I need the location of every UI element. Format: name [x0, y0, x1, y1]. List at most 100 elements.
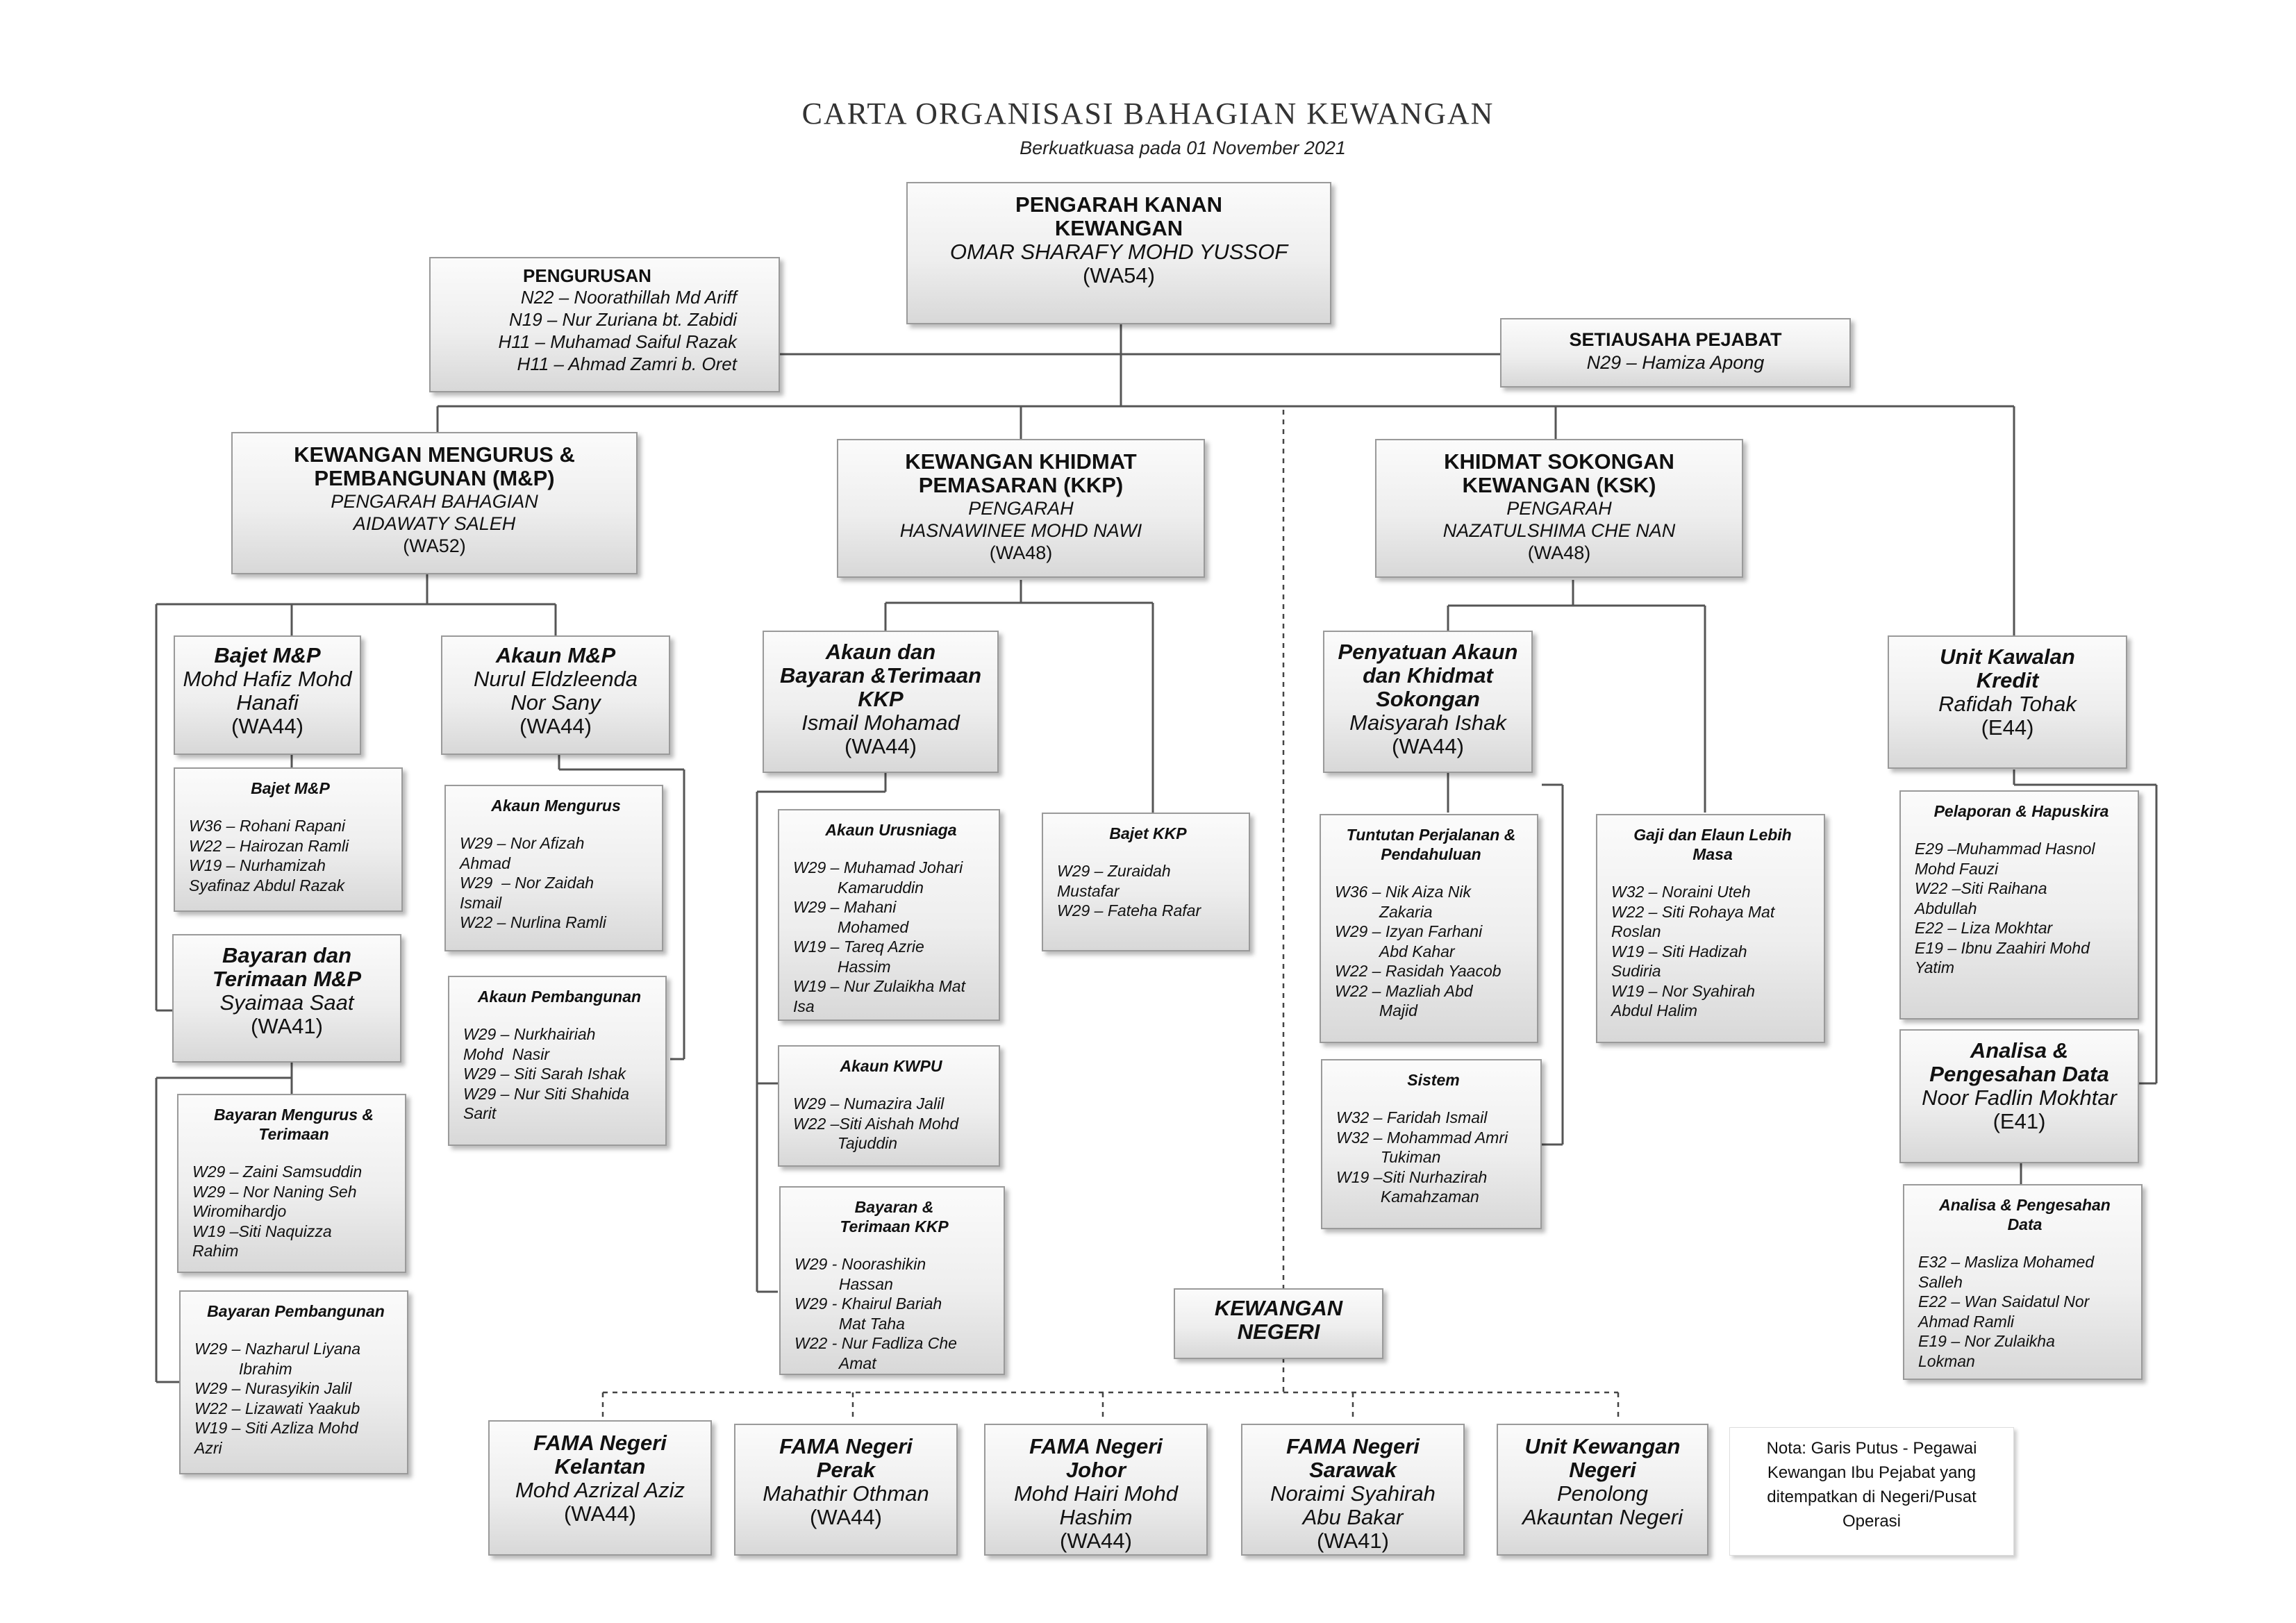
box-gaji: Gaji dan Elaun Lebih Masa W32 – Noraini …	[1596, 814, 1825, 1043]
staff-line: Azri	[194, 1438, 222, 1457]
box-grade: (WA44)	[564, 1501, 636, 1526]
staff-line: Amat	[795, 1354, 876, 1372]
staff-line: Kamaruddin	[793, 878, 924, 897]
box-pelaporan: Pelaporan & Hapuskira E29 –Muhammad Hasn…	[1899, 790, 2139, 1019]
box-title: FAMA Negeri	[1286, 1434, 1420, 1458]
box-akaun-mp: Akaun M&P Nurul Eldzleenda Nor Sany (WA4…	[441, 635, 670, 755]
box-name: Mohd Hafiz Mohd	[183, 667, 352, 691]
box-name: Noraimi Syahirah	[1270, 1481, 1436, 1506]
staff-line: W22 – Mazliah Abd	[1335, 981, 1473, 1000]
staff-line: Tukiman	[1336, 1148, 1441, 1166]
staff-line: W22 – Nurlina Ramli	[460, 913, 606, 931]
staff-line: W29 – Mahani	[793, 898, 897, 916]
box-unit-kawalan-kredit: Unit Kawalan Kredit Rafidah Tohak (E44)	[1888, 635, 2127, 769]
staff-line: W29 - Noorashikin	[795, 1255, 926, 1273]
staff-line: Hassan	[795, 1274, 893, 1293]
box-name: Nor Sany	[510, 690, 601, 715]
box-kewangan-negeri: KEWANGAN NEGERI	[1174, 1288, 1383, 1359]
box-title: Unit Kawalan	[1940, 644, 2075, 669]
box-title: SETIAUSAHA PEJABAT	[1569, 329, 1782, 350]
box-title: Akaun KWPU	[840, 1057, 942, 1075]
box-title: Bajet M&P	[214, 643, 321, 667]
box-title: Penyatuan Akaun	[1338, 640, 1518, 664]
box-title: PENGURUSAN	[523, 265, 651, 286]
box-title: KKP	[858, 687, 904, 711]
box-title: Terimaan KKP	[840, 1217, 949, 1235]
chart-subtitle: Berkuatkuasa pada 01 November 2021	[1020, 138, 1346, 158]
staff-line: E32 – Masliza Mohamed	[1918, 1253, 2095, 1271]
box-title: dan Khidmat	[1363, 663, 1493, 688]
staff-line: E19 – Nor Zulaikha	[1918, 1332, 2055, 1350]
box-grade: (WA44)	[1392, 734, 1464, 758]
box-name: Rafidah Tohak	[1938, 692, 2077, 716]
box-negeri-sarawak: FAMA Negeri Sarawak Noraimi Syahirah Abu…	[1241, 1424, 1465, 1556]
box-grade: (WA44)	[519, 714, 592, 738]
staff-line: W29 – Siti Sarah Ishak	[463, 1065, 626, 1083]
box-grade: (WA44)	[845, 734, 917, 758]
box-name: N29 – Hamiza Apong	[1586, 352, 1765, 373]
box-name: AIDAWATY SALEH	[353, 513, 516, 534]
box-title: Akaun dan	[825, 640, 936, 664]
staff-line: E29 –Muhammad Hasnol	[1915, 840, 2095, 858]
staff-line: Ismail	[460, 893, 502, 912]
box-akaun-pembangunan: Akaun Pembangunan W29 – Nurkhairiah Mohd…	[448, 976, 667, 1146]
box-role: PENGARAH	[968, 498, 1074, 519]
box-grade: (WA44)	[1060, 1529, 1132, 1553]
staff-line: Wiromihardjo	[192, 1202, 287, 1220]
box-bayaran-kkp: Bayaran & Terimaan KKP W29 - Noorashikin…	[779, 1186, 1005, 1375]
box-name: Syaimaa Saat	[219, 990, 354, 1015]
box-akaun-mengurus: Akaun Mengurus W29 – Nor Afizah Ahmad W2…	[444, 785, 663, 951]
box-title: Masa	[1692, 845, 1733, 863]
box-negeri-kelantan: FAMA Negeri Kelantan Mohd Azrizal Aziz (…	[488, 1420, 712, 1556]
box-name: Mahathir Othman	[763, 1481, 929, 1506]
box-unit-kewangan-negeri: Unit Kewangan Negeri Penolong Akauntan N…	[1497, 1424, 1708, 1556]
box-sistem: Sistem W32 – Faridah Ismail W32 – Mohamm…	[1321, 1059, 1542, 1229]
box-analisa-staff: Analisa & Pengesahan Data E32 – Masliza …	[1903, 1184, 2143, 1380]
staff-line: W19 – Nurhamizah	[189, 856, 326, 874]
staff-line: N22 – Noorathillah Md Ariff	[520, 287, 737, 308]
staff-line: W29 – Numazira Jalil	[793, 1095, 945, 1113]
box-title: Akaun Mengurus	[491, 797, 621, 815]
box-grade: (WA54)	[1083, 263, 1155, 288]
box-title: Analisa & Pengesahan	[1939, 1196, 2111, 1214]
box-bayaran-mengurus: Bayaran Mengurus & Terimaan W29 – Zaini …	[177, 1094, 406, 1273]
box-penyatuan: Penyatuan Akaun dan Khidmat Sokongan Mai…	[1323, 631, 1533, 773]
box-title: Johor	[1065, 1458, 1126, 1482]
box-tuntutan: Tuntutan Perjalanan & Pendahuluan W36 – …	[1320, 814, 1538, 1043]
box-grade: (E41)	[1993, 1109, 2046, 1133]
staff-line: W19 – Siti Hadizah	[1611, 942, 1747, 960]
staff-line: W32 – Faridah Ismail	[1336, 1108, 1488, 1126]
staff-line: Sarit	[463, 1104, 497, 1122]
staff-line: Syafinaz Abdul Razak	[189, 876, 345, 894]
box-title: FAMA Negeri	[533, 1431, 667, 1455]
staff-line: Abd Kahar	[1335, 942, 1455, 960]
staff-line: W29 – Zuraidah	[1057, 862, 1171, 880]
box-pengurusan: PENGURUSAN N22 – Noorathillah Md Ariff N…	[429, 257, 780, 392]
staff-line: H11 – Ahmad Zamri b. Oret	[517, 353, 737, 374]
staff-line: Rahim	[192, 1242, 239, 1260]
staff-line: W19 – Siti Azliza Mohd	[194, 1419, 358, 1437]
box-title: Akaun Urusniaga	[825, 821, 957, 839]
box-title: Bajet M&P	[251, 779, 330, 797]
box-akaun-kkp: Akaun dan Bayaran &Terimaan KKP Ismail M…	[763, 631, 999, 773]
staff-line: E22 – Liza Mokhtar	[1915, 919, 2053, 937]
staff-line: Mohd Nasir	[463, 1044, 549, 1063]
staff-line: W29 – Nor Zaidah	[460, 874, 594, 892]
box-title: KHIDMAT SOKONGAN	[1444, 449, 1674, 474]
box-pengarah-kanan: PENGARAH KANAN KEWANGAN OMAR SHARAFY MOH…	[906, 182, 1331, 324]
box-title: FAMA Negeri	[779, 1434, 913, 1458]
box-title: KEWANGAN (KSK)	[1462, 473, 1656, 497]
box-title: Pelaporan & Hapuskira	[1933, 802, 2109, 820]
staff-line: Mohd Fauzi	[1915, 859, 1999, 878]
staff-line: W36 – Nik Aiza Nik	[1335, 883, 1471, 901]
box-name: Abu Bakar	[1302, 1505, 1404, 1529]
box-grade: (WA41)	[251, 1014, 323, 1038]
staff-line: Ahmad	[460, 854, 510, 872]
box-bajet-kkp: Bajet KKP W29 – Zuraidah Mustafar W29 – …	[1042, 813, 1250, 951]
box-setiausaha: SETIAUSAHA PEJABAT N29 – Hamiza Apong	[1500, 318, 1851, 388]
box-title: Sistem	[1407, 1071, 1460, 1089]
box-name: Hanafi	[236, 690, 299, 715]
box-title: Data	[2007, 1215, 2043, 1233]
box-negeri-perak: FAMA Negeri Perak Mahathir Othman (WA44)	[734, 1424, 958, 1556]
